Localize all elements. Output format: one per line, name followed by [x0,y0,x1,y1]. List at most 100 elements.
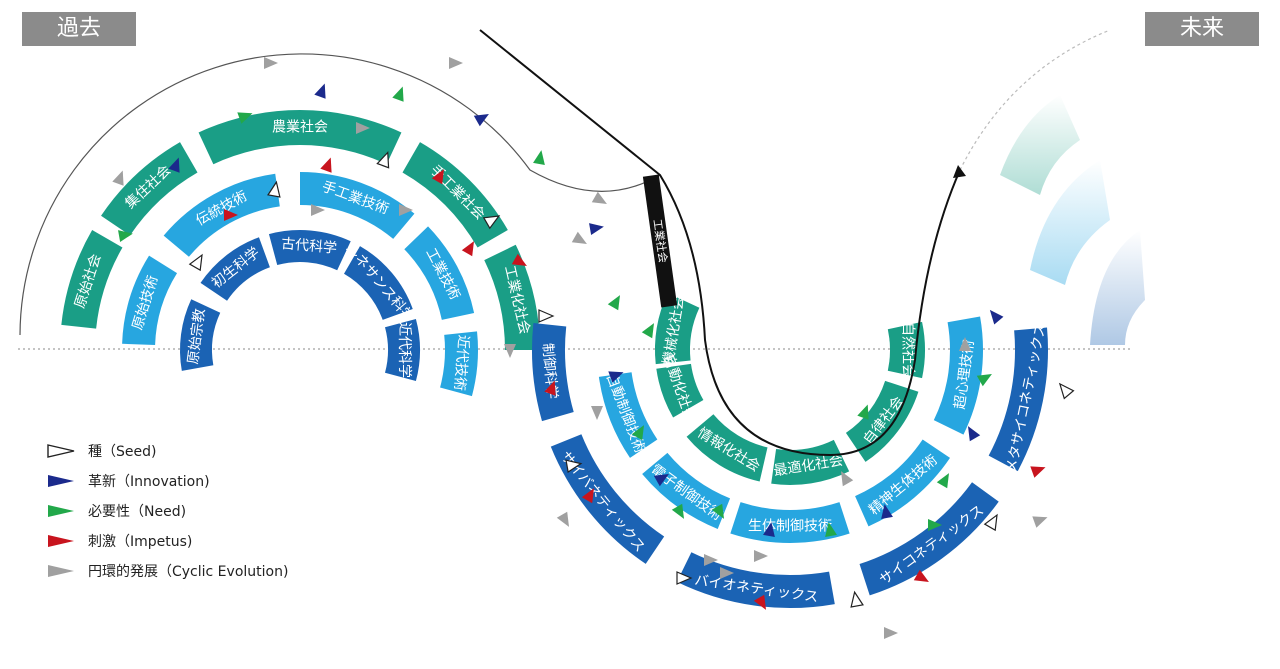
science-segment [988,327,1048,472]
innovation-arrow [589,223,604,235]
technology-segment [163,173,280,257]
seed-arrow [482,215,501,230]
innovation-arrow [473,114,489,127]
seed-arrow [538,309,555,323]
technology-segment [933,316,983,435]
innovation-arrow [608,371,624,383]
need-arrow [825,522,837,537]
society-segment [655,292,700,365]
innovation-arrow [653,474,669,487]
impetus-arrow [544,380,556,396]
legend: 種（Seed) 革新（Innovation) 必要性（Need) 刺激（Impe… [46,436,288,586]
science-label: 原始宗教 [185,308,208,366]
science-segment [676,552,835,608]
future-label: 未来 [1145,12,1259,46]
cyclic-arrow [754,550,768,562]
technology-segment [300,172,415,239]
timeline-future [959,29,1111,171]
technology-segment [730,502,850,543]
seed-arrow [850,590,864,608]
cyclic-arrow [1032,516,1048,528]
legend-seed: 種（Seed) [46,436,288,466]
impetus-arrow [1030,466,1046,478]
need-arrow [976,374,992,387]
society-label: 農業社会 [272,120,328,136]
future-fade-technology [1030,160,1110,285]
cyclic-arrow [959,337,971,351]
technology-segment [440,331,478,397]
society-segment [198,109,402,165]
science-segment [859,482,999,596]
science-segment [200,237,270,301]
society-segment [656,363,704,418]
legend-innovation: 革新（Innovation) [46,466,288,496]
technology-segment [855,439,951,527]
impetus-arrow [511,253,527,266]
science-segment [550,434,665,564]
need-arrow [237,112,253,124]
technology-segment [642,452,731,529]
science-label: ルネサンス科学 [342,241,417,326]
technology-segment [404,226,475,320]
science-label: サイコネティックス [877,502,987,588]
timeline-past-arc [19,53,661,336]
seed-arrow [676,571,693,585]
seed-arrow [1058,382,1075,400]
need-arrow [711,503,724,519]
technology-segment [598,372,658,458]
cyclic-arrow [571,231,587,244]
seed-arrow [267,180,281,198]
future-fade-science [1090,230,1145,345]
society-segment [484,244,540,350]
science-label: 古代科学 [280,236,337,257]
science-segment [268,230,351,271]
legend-cyclic-label: 円環的発展（Cyclic Evolution) [88,564,289,580]
innovation-arrow [763,522,775,537]
science-segment [180,299,221,371]
society-segment [845,380,919,462]
cyclic-arrow [449,57,463,69]
need-arrow [641,323,654,339]
cyclic-arrow [311,204,325,216]
need-arrow [118,230,133,242]
seed-arrow [188,253,203,272]
cyclic-arrow [264,57,278,69]
society-segment [402,142,508,248]
legend-impetus: 刺激（Impetus) [46,526,288,556]
technology-label: 近代技術 [451,334,471,391]
cyclic-arrow [504,344,516,358]
society-segment [61,230,123,329]
cyclic-arrow [720,567,734,579]
science-label: 近代科学 [396,322,412,378]
legend-need: 必要性（Need) [46,496,288,526]
seed-arrow [376,151,390,169]
cyclic-arrow [591,191,607,204]
society-segment [887,321,925,379]
cyclic-arrow [112,170,124,186]
legend-cyclic: 円環的発展（Cyclic Evolution) [46,556,288,586]
cyclic-arrow [399,204,413,216]
need-arrow [607,295,620,311]
industrial-bar [642,174,678,308]
legend-innovation-label: 革新（Innovation) [88,474,210,490]
legend-need-label: 必要性（Need) [88,504,187,520]
impetus-arrow [431,169,444,185]
impetus-arrow [581,488,594,504]
legend-seed-label: 種（Seed) [88,444,157,460]
impetus-arrow [461,241,474,257]
cyclic-arrow [591,406,603,420]
cyclic-arrow [884,627,898,639]
legend-impetus-label: 刺激（Impetus) [88,534,193,550]
need-arrow [671,503,684,519]
seed-arrow [565,459,583,473]
impetus-arrow [913,569,929,582]
need-arrow [631,425,644,441]
science-segment [385,318,420,382]
industrial-label: 工業社会 [651,218,671,264]
need-arrow [392,86,404,102]
cyclic-arrow [841,471,854,487]
seed-arrow [983,513,998,532]
need-arrow [936,473,949,489]
technology-label: 生体制御技術 [748,519,832,535]
